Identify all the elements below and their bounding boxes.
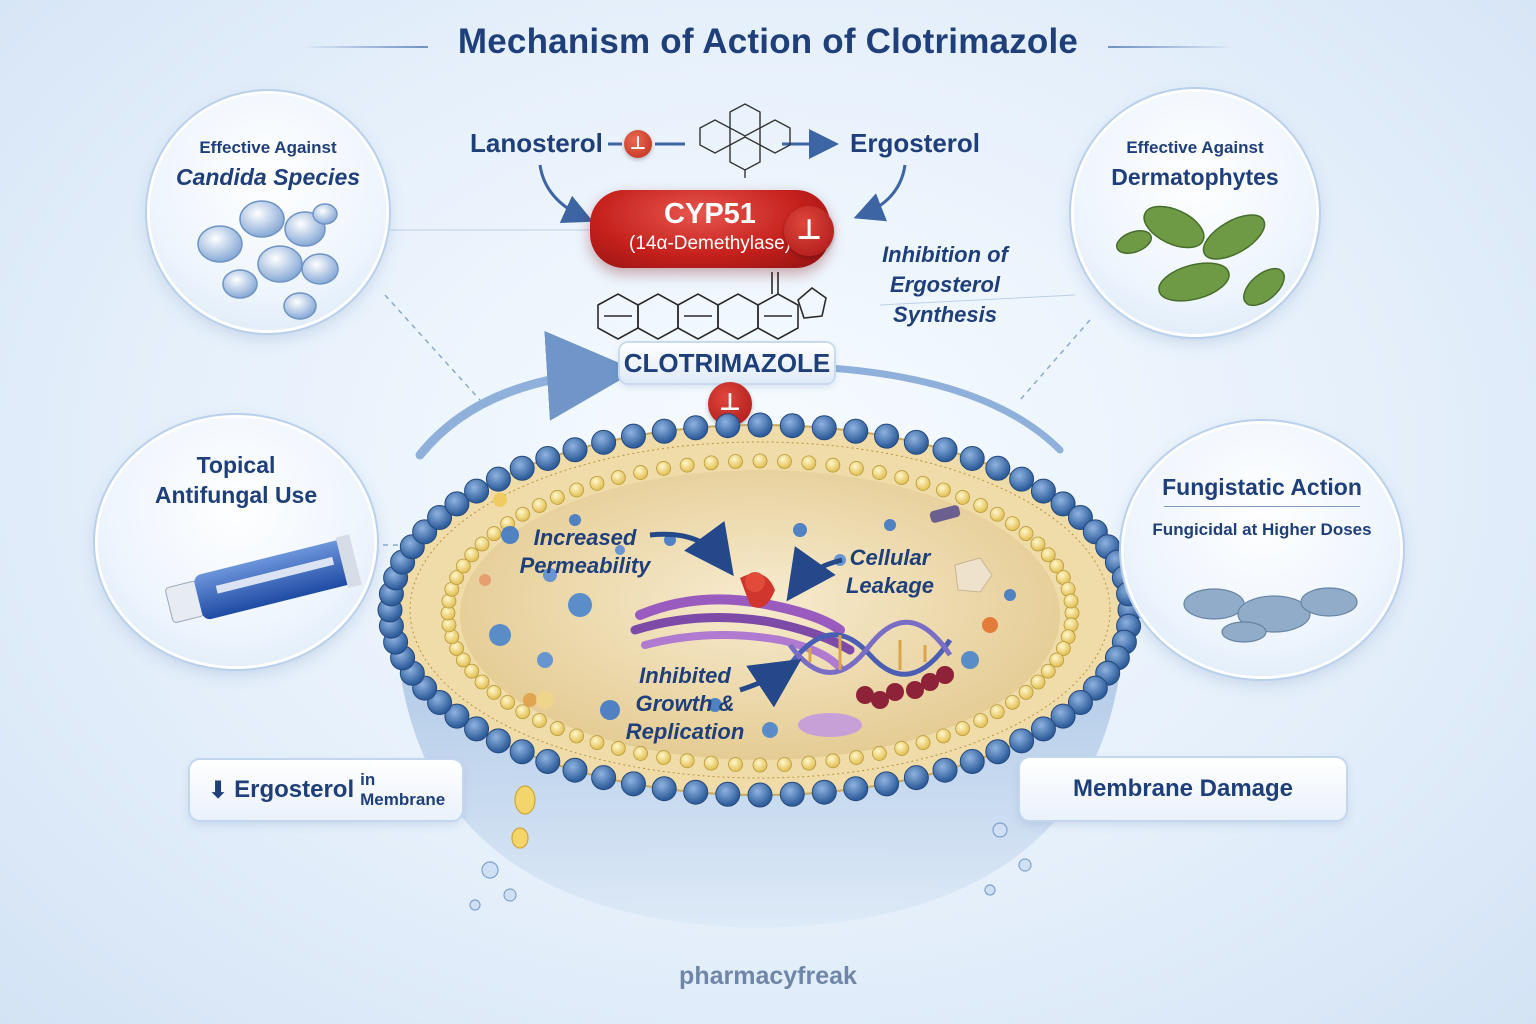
dermatophyte-icon [1115, 205, 1285, 307]
dermatophytes-line2: Dermatophytes [1111, 164, 1279, 190]
arc-arrow-left [415, 330, 637, 460]
membrane-outer-heads [377, 412, 1143, 808]
page-title: Mechanism of Action of Clotrimazole [457, 22, 1079, 61]
circle-fungistatic: Fungistatic Action Fungicidal at Higher … [1124, 424, 1400, 676]
circle-topical: Topical Antifungal Use [98, 418, 374, 666]
cytoplasm-vesicles [479, 493, 1016, 738]
clotrimazole-structure [597, 272, 827, 340]
watermark: pharmacyfreak [679, 962, 857, 990]
title-rule-left [300, 46, 428, 48]
fungal-cell [377, 412, 1143, 928]
crystal [954, 557, 993, 593]
circle-dermatophytes: Effective Against Dermatophytes [1074, 92, 1316, 334]
ergosterol-label: Ergosterol [850, 128, 981, 158]
enzyme-subname: (14α-Demethylase) [629, 233, 791, 254]
topical-line1: Topical [196, 452, 276, 478]
dermatophytes-line1: Effective Against [1126, 138, 1264, 157]
label-cellular-leakage: Cellular Leakage [845, 545, 935, 598]
fungistatic-line1: Fungistatic Action [1162, 474, 1362, 500]
down-arrow-icon: ⬇ [208, 776, 229, 804]
inhibit-icon: ⊥ [624, 130, 652, 158]
topical-line2: Antifungal Use [154, 482, 318, 508]
membrane-inner-heads [440, 453, 1080, 773]
title-rule-right [1108, 46, 1236, 48]
clotrimazole-label: CLOTRIMAZOLE [620, 343, 834, 383]
intermediate-structure [699, 103, 791, 178]
ergosterol-word: Ergosterol [234, 776, 355, 803]
candida-yeast-icon [197, 200, 339, 320]
enzyme-name: CYP51 [664, 198, 756, 230]
enzyme-inhibit-icon: ⊥ [784, 206, 834, 256]
leaking-droplets [469, 785, 1032, 911]
label-increased-permeability: Increased Permeability [519, 525, 651, 578]
arrow-ergosterol-to-enzyme [853, 164, 907, 222]
fungal-cells-icon [1183, 587, 1358, 643]
candida-line2: Candida Species [175, 164, 361, 190]
dna-helix [787, 619, 953, 677]
circle-candida: Effective Against Candida Species [150, 94, 386, 330]
cream-tube-icon [165, 534, 362, 623]
candida-line1: Effective Against [199, 138, 337, 157]
fungistatic-line2: Fungicidal at Higher Doses [1152, 520, 1372, 539]
membrane-damage-box: Membrane Damage [1020, 758, 1346, 820]
lanosterol-label: Lanosterol [470, 128, 603, 158]
ribosome-cluster [856, 666, 954, 709]
label-inhibited-growth: Inhibited Growth & Replication [625, 663, 745, 744]
ergosterol-decrease-box: ⬇ Ergosterol in Membrane [190, 760, 462, 820]
inhibition-label: Inhibition of Ergosterol Synthesis [882, 242, 1008, 327]
vesicle [798, 713, 862, 737]
arc-arrow-right [826, 364, 1064, 454]
in-membrane-text: in Membrane [360, 770, 446, 809]
protein-cluster [630, 572, 855, 672]
arrow-lanosterol-to-enzyme [538, 164, 594, 224]
